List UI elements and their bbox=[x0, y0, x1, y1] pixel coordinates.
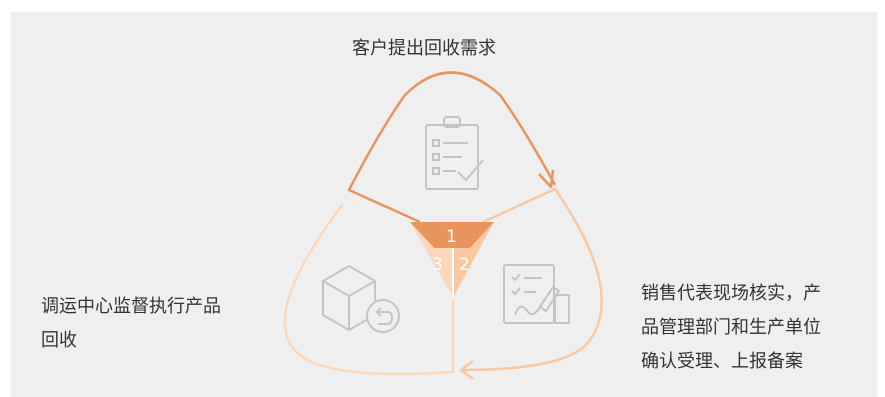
step-3-number: 3 bbox=[432, 255, 443, 275]
step-2-label-line: 确认受理、上报备案 bbox=[641, 351, 803, 372]
step-3-label-line: 回收 bbox=[41, 330, 77, 351]
step-2-arrowhead bbox=[459, 360, 474, 380]
step-2-label: 销售代表现场核实，产 品管理部门和生产单位 确认受理、上报备案 bbox=[641, 277, 881, 379]
step-3-segment bbox=[410, 222, 452, 296]
step-1-segment bbox=[410, 222, 494, 248]
step-1-leaf bbox=[347, 71, 557, 224]
box-return-icon bbox=[322, 264, 400, 333]
step-2-segment bbox=[454, 222, 494, 296]
step-2-label-line: 销售代表现场核实，产 bbox=[641, 283, 821, 304]
step-1-label: 客户提出回收需求 bbox=[352, 38, 496, 59]
signature-document-icon bbox=[503, 264, 570, 324]
clipboard-checklist-icon bbox=[425, 116, 484, 190]
step-1-arrowhead bbox=[538, 169, 555, 189]
step-2-number: 2 bbox=[459, 255, 470, 275]
step-2-label-line: 品管理部门和生产单位 bbox=[641, 317, 821, 338]
step-2-leaf bbox=[461, 187, 603, 372]
step-3-label: 调运中心监督执行产品 回收 bbox=[41, 290, 281, 358]
step-1-number: 1 bbox=[446, 227, 457, 247]
step-3-label-line: 调运中心监督执行产品 bbox=[41, 296, 221, 317]
step-3-leaf bbox=[283, 203, 455, 376]
diagram-background bbox=[11, 12, 877, 397]
